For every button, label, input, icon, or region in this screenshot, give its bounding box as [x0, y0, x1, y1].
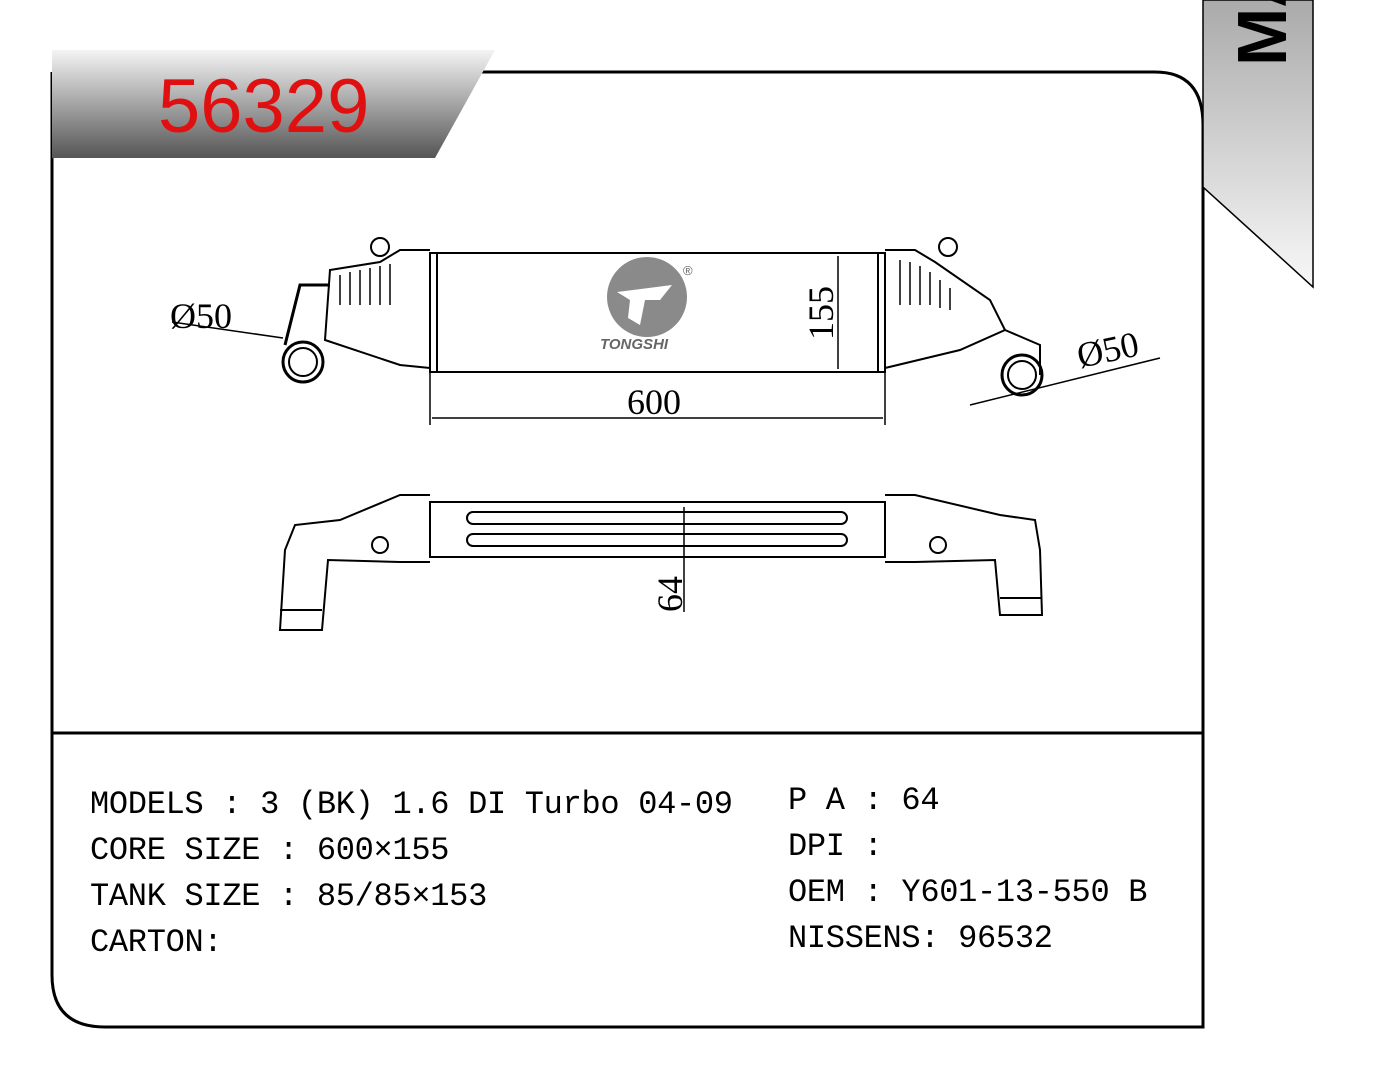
front-view	[281, 237, 1044, 397]
spec-pa: P A : 64	[788, 782, 940, 819]
inlet-diameter-label: Ø50	[170, 296, 232, 336]
spec-carton: CARTON:	[90, 924, 223, 961]
core-height-label: 155	[801, 286, 841, 340]
top-view	[278, 494, 1044, 631]
part-number: 56329	[158, 64, 370, 149]
logo-text: TONGSHI	[600, 336, 669, 353]
core-thickness-label: 64	[650, 576, 690, 612]
side-brand-text: MA	[1223, 0, 1301, 66]
title-band	[52, 50, 495, 158]
side-strip	[1202, 0, 1314, 289]
spec-tank-size: TANK SIZE : 85/85×153	[90, 878, 487, 915]
registered-mark: ®	[683, 263, 693, 278]
core-width-label: 600	[627, 382, 681, 422]
spec-nissens: NISSENS: 96532	[788, 920, 1053, 957]
spec-oem: OEM : Y601-13-550 B	[788, 874, 1148, 911]
spec-core-size: CORE SIZE : 600×155	[90, 832, 450, 869]
outlet-diameter-label: Ø50	[1073, 324, 1142, 376]
spec-dpi: DPI :	[788, 828, 883, 865]
frame	[50, 70, 1205, 1029]
specs-right: P A : 64 DPI : OEM : Y601-13-550 B NISSENS:…	[788, 778, 1147, 962]
spec-models: MODELS : 3 (BK) 1.6 DI Turbo 04-09	[90, 786, 733, 823]
